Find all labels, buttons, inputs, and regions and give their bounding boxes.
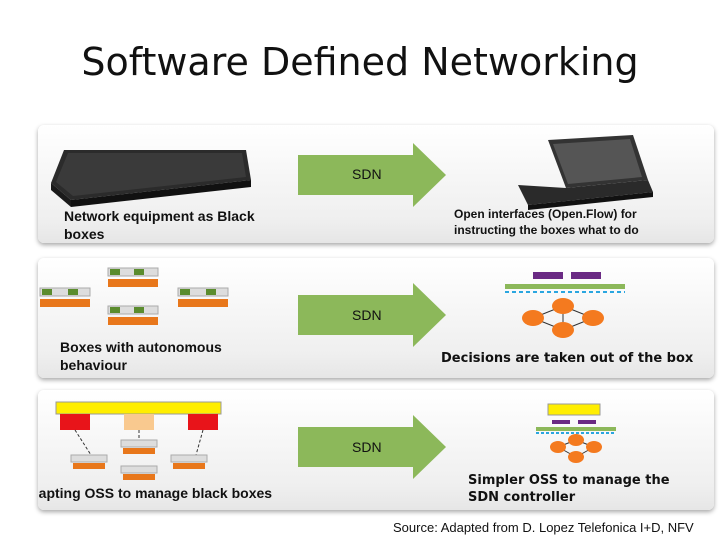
left-description: Adapting OSS to manage black boxes xyxy=(38,485,273,501)
controller-nodes-illustration xyxy=(505,272,625,338)
sdn-arrow-label: SDN xyxy=(352,166,382,182)
sdn-arrow-label: SDN xyxy=(352,307,382,323)
sdn-arrow-3 xyxy=(298,415,446,479)
source-citation: Source: Adapted from D. Lopez Telefonica… xyxy=(393,520,694,535)
sdn-arrow-1 xyxy=(298,143,446,207)
autonomous-boxes-illustration xyxy=(39,267,229,325)
right-description: Decisions are taken out of the box xyxy=(441,351,694,366)
sdn-arrow-2 xyxy=(298,283,446,347)
slide-title: Software Defined Networking xyxy=(81,40,639,84)
left-description: Boxes with autonomous behaviour xyxy=(60,339,222,373)
left-description: Network equipment as Black boxes xyxy=(64,208,255,242)
oss-black-boxes-illustration xyxy=(55,401,222,480)
right-description: Open interfaces (Open.Flow) for instruct… xyxy=(454,207,639,237)
sdn-arrow-label: SDN xyxy=(352,439,382,455)
sdn-controller-illustration xyxy=(536,403,616,463)
black-box-illustration xyxy=(51,150,251,207)
open-box-illustration xyxy=(518,135,653,210)
panel-black-boxes: Network equipment as Black boxes Open in… xyxy=(38,125,714,243)
right-description: Simpler OSS to manage the SDN controller xyxy=(468,473,670,505)
